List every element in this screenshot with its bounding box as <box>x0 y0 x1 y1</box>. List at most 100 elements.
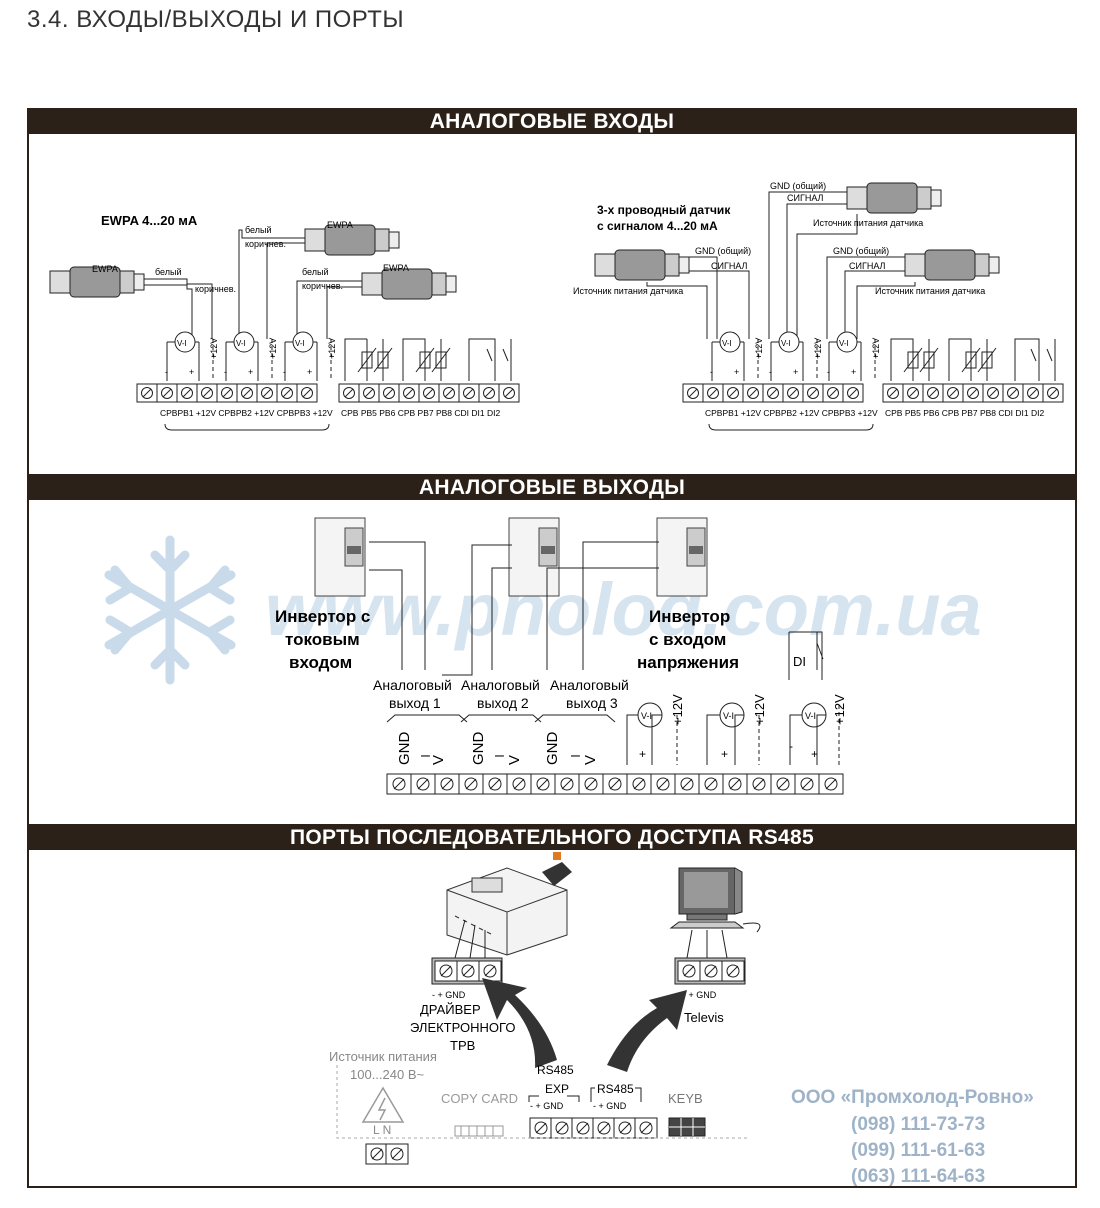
driver-terminal <box>431 957 503 985</box>
svg-text:+12V: +12V <box>832 694 847 725</box>
svg-text:+: + <box>811 747 818 761</box>
wire-white-1: белый <box>155 267 182 277</box>
section-analog-inputs: АНАЛОГОВЫЕ ВХОДЫ <box>27 108 1077 134</box>
high-voltage-icon <box>361 1086 405 1123</box>
ewpa-label-2: EWPA <box>327 220 353 230</box>
three-wire-heading-1: 3-х проводный датчик <box>597 203 731 217</box>
svg-text:V-I: V-I <box>641 711 652 721</box>
svg-text:+: + <box>721 747 728 761</box>
out3-label: выход 3 <box>566 695 618 711</box>
gnd-r1: GND (общий) <box>695 246 751 256</box>
televis-pins: - + GND <box>683 990 717 1000</box>
copy-card-connector <box>454 1125 504 1137</box>
wire-brown-2: коричнев. <box>245 239 286 249</box>
rs485-label: RS485 <box>537 1063 574 1077</box>
vi-out-3: V-I -+ +12V <box>789 694 847 765</box>
probe-3 <box>361 268 457 300</box>
exp-label: EXP <box>545 1082 569 1096</box>
keyb-label: KEYB <box>668 1091 703 1106</box>
exp-terminal <box>529 1117 595 1139</box>
svg-text:V-I: V-I <box>781 339 791 348</box>
arrow-to-driver <box>482 978 557 1068</box>
wire-brown-3: коричнев. <box>302 281 343 291</box>
out1-label: выход 1 <box>389 695 441 711</box>
out3-prefix: Аналоговый <box>550 677 629 693</box>
terminals-left-1: CPBPB1 +12V CPBPB2 +12V CPBPB3 +12V <box>160 408 333 418</box>
vi-out-1: V-I + +12V <box>626 694 685 765</box>
out2-label: выход 2 <box>477 695 529 711</box>
out2-prefix: Аналоговый <box>461 677 540 693</box>
svg-text:-: - <box>165 367 168 377</box>
svg-text:+: + <box>189 367 194 377</box>
gnd-r2: GND (общий) <box>770 181 826 191</box>
svg-text:+12V: +12V <box>871 338 881 359</box>
rs485-terminal <box>592 1117 658 1139</box>
inverter-current-3: входом <box>289 653 352 672</box>
driver-label-3: ТРВ <box>450 1038 475 1053</box>
section-rs485: ПОРТЫ ПОСЛЕДОВАТЕЛЬНОГО ДОСТУПА RS485 <box>27 824 1077 850</box>
three-wire-heading-2: с сигналом 4...20 мА <box>597 219 718 233</box>
svg-text:+: + <box>639 747 646 761</box>
svg-text:+: + <box>307 367 312 377</box>
rs485-label-2: RS485 <box>597 1082 634 1096</box>
svg-text:+12V: +12V <box>327 338 337 359</box>
company-phone-3: (063) 111-64-63 <box>851 1166 986 1187</box>
driver-label-1: ДРАЙВЕР <box>420 1002 481 1017</box>
ewpa-heading: EWPA 4...20 мА <box>101 213 198 228</box>
ntc-di-block-right <box>890 338 1056 381</box>
exp-pins: - + GND <box>530 1101 564 1111</box>
svg-text:+12V: +12V <box>752 694 767 725</box>
arrow-to-televis <box>607 990 687 1072</box>
svg-text:+: + <box>248 367 253 377</box>
section-analog-outputs: АНАЛОГОВЫЕ ВЫХОДЫ <box>27 474 1077 500</box>
signal-r3: СИГНАЛ <box>849 261 886 271</box>
signal-r2: СИГНАЛ <box>787 193 824 203</box>
terminal-row-right-1 <box>682 383 864 403</box>
inverter-voltage-3: напряжения <box>637 653 739 672</box>
svg-text:+: + <box>734 367 739 377</box>
vi-group-1: V-I -+ +12V <box>165 331 219 381</box>
gnd-3: GND <box>544 732 561 766</box>
supply-r2: Источник питания датчика <box>813 218 923 228</box>
rs485-pins-2: - + GND <box>593 1101 627 1111</box>
vi-group-r1: V-I -+ +12V <box>710 331 764 381</box>
out1-prefix: Аналоговый <box>373 677 452 693</box>
televis-label: Televis <box>684 1010 724 1025</box>
terminal-row-left-2 <box>338 383 520 403</box>
vi-group-r2: V-I -+ +12V <box>769 331 823 381</box>
company-name: ООО «Промхолод-Ровно» <box>791 1087 1034 1108</box>
terminals-right-2: CPB PB5 PB6 CPB PB7 PB8 CDI DI1 DI2 <box>885 408 1044 418</box>
ewpa-label-3: EWPA <box>383 263 409 273</box>
svg-text:V-I: V-I <box>177 339 187 348</box>
terminals-left-2: CPB PB5 PB6 CPB PB7 PB8 CDI DI1 DI2 <box>341 408 500 418</box>
keyb-connector <box>668 1117 706 1137</box>
company-phone-1: (098) 111-73-73 <box>851 1114 986 1135</box>
svg-text:V-I: V-I <box>722 339 732 348</box>
svg-text:-: - <box>769 367 772 377</box>
copy-card-label: COPY CARD <box>441 1091 518 1106</box>
svg-text:-: - <box>789 739 793 753</box>
svg-text:V-I: V-I <box>839 339 849 348</box>
ln-label: L N <box>373 1123 391 1137</box>
analog-outputs-diagram: Инвертор с токовым входом Инвертор с вхо… <box>275 517 847 795</box>
svg-text:+12V: +12V <box>670 694 685 725</box>
supply-label-2: 100...240 В~ <box>350 1067 424 1082</box>
terminal-row-left-1 <box>136 383 318 403</box>
vi-out-2: V-I + +12V <box>706 694 767 765</box>
svg-text:-: - <box>283 367 286 377</box>
svg-text:-: - <box>224 367 227 377</box>
svg-text:-: - <box>827 367 830 377</box>
signal-r1: СИГНАЛ <box>711 261 748 271</box>
rs485-diagram: - + GND ДРАЙВЕР ЭЛЕКТРОННОГО ТРВ - + GND… <box>329 852 761 1165</box>
output-terminal-row <box>386 773 844 795</box>
svg-text:+12V: +12V <box>754 338 764 359</box>
gnd-2: GND <box>470 732 487 766</box>
ntc-di-block-left <box>344 338 512 381</box>
driver-label-2: ЭЛЕКТРОННОГО <box>410 1020 515 1035</box>
gnd-1: GND <box>396 732 413 766</box>
ewpa-label-1: EWPA <box>92 264 118 274</box>
gnd-r3: GND (общий) <box>833 246 889 256</box>
inverter-voltage-1: Инвертор <box>649 607 730 626</box>
inverter-current-2: токовым <box>285 630 360 649</box>
svg-text:+: + <box>851 367 856 377</box>
